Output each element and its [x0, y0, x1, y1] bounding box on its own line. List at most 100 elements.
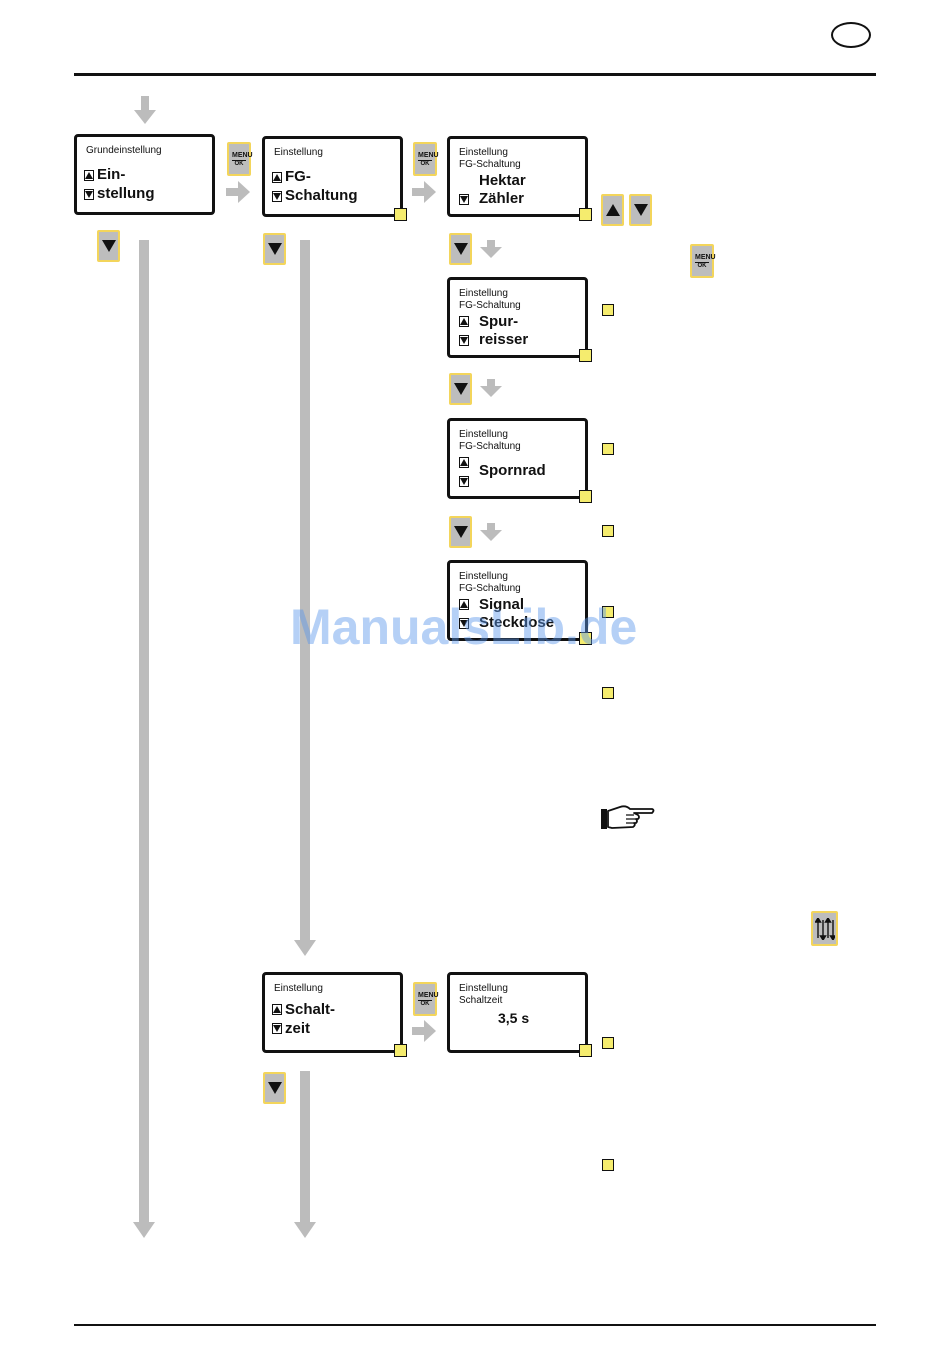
footer-rule: [74, 1324, 876, 1326]
screen-subtitle: FG-Schaltung: [459, 583, 521, 594]
flow-line-col2-lower: [300, 1071, 310, 1226]
menu-label: MENU: [418, 992, 439, 1001]
down-key-icon: [263, 233, 286, 265]
indicator-square: [602, 687, 614, 699]
down-triangle-icon: [272, 1023, 282, 1034]
ok-label: OK: [234, 161, 244, 167]
screen-spurreisser: Einstellung FG-Schaltung Spur- reisser: [447, 277, 592, 362]
up-triangle-icon: [459, 457, 469, 468]
indicator-square: [602, 443, 614, 455]
screen-line2: zeit: [285, 1020, 311, 1037]
schaltzeit-value: 3,5 s: [498, 1010, 530, 1026]
down-key-icon: [97, 230, 120, 262]
indicator-square: [579, 208, 592, 221]
down-arrow-icon: [294, 1222, 316, 1238]
indicator-square: [579, 349, 592, 362]
right-arrow-icon: [226, 181, 250, 203]
indicator-square: [602, 1159, 614, 1171]
screen-subtitle: FG-Schaltung: [459, 300, 521, 311]
screen-line2: Schaltung: [285, 187, 358, 204]
menu-ok-key-icon: MENU OK: [227, 142, 253, 176]
screen-line2: Steckdose: [479, 614, 555, 631]
down-triangle-icon: [272, 191, 282, 202]
down-arrow-icon: [480, 379, 502, 397]
screen-line2: reisser: [479, 331, 529, 348]
down-triangle-icon: [459, 476, 469, 487]
right-arrow-icon: [412, 181, 436, 203]
screen-line1: Ein-: [97, 166, 126, 183]
indicator-square: [602, 1037, 614, 1049]
down-triangle-icon: [459, 335, 469, 346]
down-key-icon: [449, 233, 472, 265]
down-triangle-icon: [459, 194, 469, 205]
right-arrow-icon: [412, 1020, 436, 1042]
screen-title: Einstellung: [274, 147, 323, 158]
down-arrow-icon: [480, 240, 502, 258]
flow-line-col1: [139, 240, 149, 1226]
up-triangle-icon: [272, 1004, 282, 1015]
screen-schaltzeit-value: Einstellung Schaltzeit 3,5 s: [447, 972, 592, 1057]
indicator-square: [602, 606, 614, 618]
menu-label: MENU: [232, 152, 253, 161]
screen-title: Einstellung: [459, 983, 508, 994]
language-oval: [831, 22, 871, 48]
flow-line-col2: [300, 240, 310, 944]
menu-label: MENU: [695, 254, 716, 263]
up-triangle-icon: [459, 316, 469, 327]
indicator-square: [579, 490, 592, 503]
screen-title: Einstellung: [459, 288, 508, 299]
down-key-icon: [629, 194, 652, 226]
down-key-icon: [263, 1072, 286, 1104]
screen-title: Einstellung: [459, 147, 508, 158]
pointing-hand-icon: [601, 805, 655, 829]
indicator-square: [602, 304, 614, 316]
screen-title: Einstellung: [459, 571, 508, 582]
ok-label: OK: [697, 263, 707, 269]
screen-line1: Spornrad: [479, 462, 546, 479]
screen-grundeinstellung: Grundeinstellung Ein- stellung: [74, 134, 215, 215]
menu-ok-key-icon: MENU OK: [690, 244, 716, 278]
sensor-key-icon: [811, 911, 838, 946]
down-key-icon: [449, 373, 472, 405]
screen-line2: Zähler: [479, 190, 525, 207]
ok-label: OK: [420, 161, 430, 167]
watermark: ManualsLib.de: [290, 599, 638, 655]
down-triangle-icon: [84, 189, 94, 200]
down-arrow-icon: [294, 940, 316, 956]
screen-line1: Spur-: [479, 313, 519, 330]
indicator-square: [394, 208, 407, 221]
screen-fg-schaltung: Einstellung FG- Schaltung: [262, 136, 407, 221]
screen-title: Grundeinstellung: [86, 145, 162, 156]
screen-title: Einstellung: [274, 983, 323, 994]
screen-line2: stellung: [97, 185, 155, 202]
menu-ok-key-icon: MENU OK: [413, 142, 439, 176]
up-key-icon: [601, 194, 624, 226]
down-key-icon: [449, 516, 472, 548]
screen-line1: Schalt-: [285, 1001, 336, 1018]
up-triangle-icon: [459, 599, 469, 610]
screen-subtitle: Schaltzeit: [459, 995, 503, 1006]
screen-line1: FG-: [285, 168, 311, 185]
down-arrow-icon: [134, 96, 156, 124]
down-arrow-icon: [480, 523, 502, 541]
up-triangle-icon: [272, 172, 282, 183]
screen-title: Einstellung: [459, 429, 508, 440]
indicator-square: [394, 1044, 407, 1057]
header-rule: [74, 73, 876, 76]
down-arrow-icon: [133, 1222, 155, 1238]
indicator-square: [602, 525, 614, 537]
down-triangle-icon: [459, 618, 469, 629]
screen-signal-steckdose: Einstellung FG-Schaltung Signal Steckdos…: [447, 560, 592, 645]
screen-schaltzeit: Einstellung Schalt- zeit: [262, 972, 407, 1057]
screen-spornrad: Einstellung FG-Schaltung Spornrad: [447, 418, 592, 503]
screen-line1: Hektar: [479, 172, 526, 189]
ok-label: OK: [420, 1001, 430, 1007]
indicator-square: [579, 1044, 592, 1057]
indicator-square: [579, 632, 592, 645]
menu-ok-key-icon: MENU OK: [413, 982, 439, 1016]
screen-subtitle: FG-Schaltung: [459, 159, 521, 170]
screen-line1: Signal: [479, 596, 525, 613]
screen-hektar-zaehler: Einstellung FG-Schaltung Hektar Zähler: [447, 136, 592, 221]
screen-subtitle: FG-Schaltung: [459, 441, 521, 452]
up-triangle-icon: [84, 170, 94, 181]
